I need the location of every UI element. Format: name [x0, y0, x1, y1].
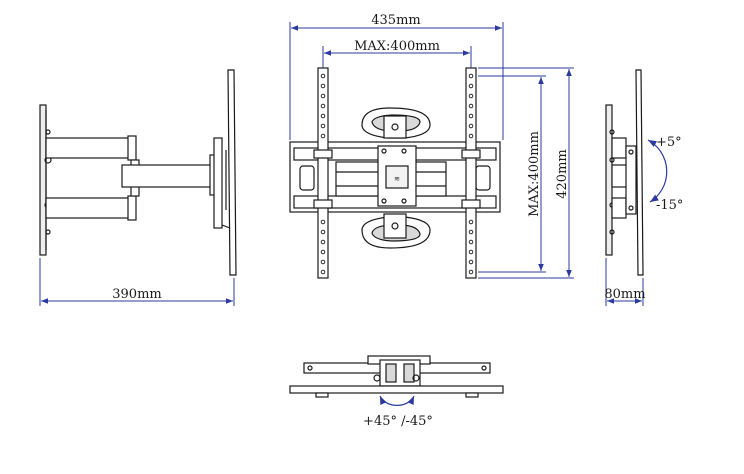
profile-label: 80mm	[604, 287, 645, 302]
vertical-rail-right	[465, 67, 477, 279]
front-view: ≋	[289, 67, 501, 279]
profile-head	[625, 145, 637, 215]
overall-width-dimension: 435mm	[289, 13, 504, 140]
upper-arm	[45, 137, 132, 159]
tilt-down-label: -15°	[656, 198, 683, 213]
tilt-up-label: +5°	[656, 135, 682, 150]
top-tv-plate	[289, 385, 504, 394]
profile-wall-plate	[605, 104, 613, 256]
max-width-dimension: MAX:400mm	[322, 39, 472, 68]
overall-height-dimension: 420mm	[478, 67, 574, 279]
front-arm	[121, 164, 215, 188]
overall-height-label: 420mm	[555, 149, 570, 198]
max-height-label: MAX:400mm	[527, 131, 542, 217]
max-width-label: MAX:400mm	[354, 39, 440, 54]
profile-dimension: 80mm	[604, 258, 646, 306]
svg-text:≋: ≋	[394, 175, 400, 183]
lower-arm	[45, 197, 132, 219]
tilt-indicator: +5° -15°	[647, 135, 683, 213]
swivel-indicator: +45° /-45°	[363, 395, 433, 429]
side-view	[39, 69, 237, 276]
depth-label: 390mm	[112, 287, 161, 302]
max-height-dimension: MAX:400mm	[478, 75, 546, 273]
top-view	[289, 355, 504, 398]
center-plate	[377, 145, 417, 207]
overall-width-label: 435mm	[371, 13, 420, 28]
tv-panel-side	[227, 69, 237, 276]
profile-tv-panel	[635, 69, 644, 276]
profile-view	[605, 69, 644, 276]
vertical-rail-left	[317, 67, 329, 279]
depth-dimension: 390mm	[39, 258, 235, 306]
swivel-label: +45° /-45°	[363, 414, 433, 429]
wall-plate	[39, 104, 47, 256]
